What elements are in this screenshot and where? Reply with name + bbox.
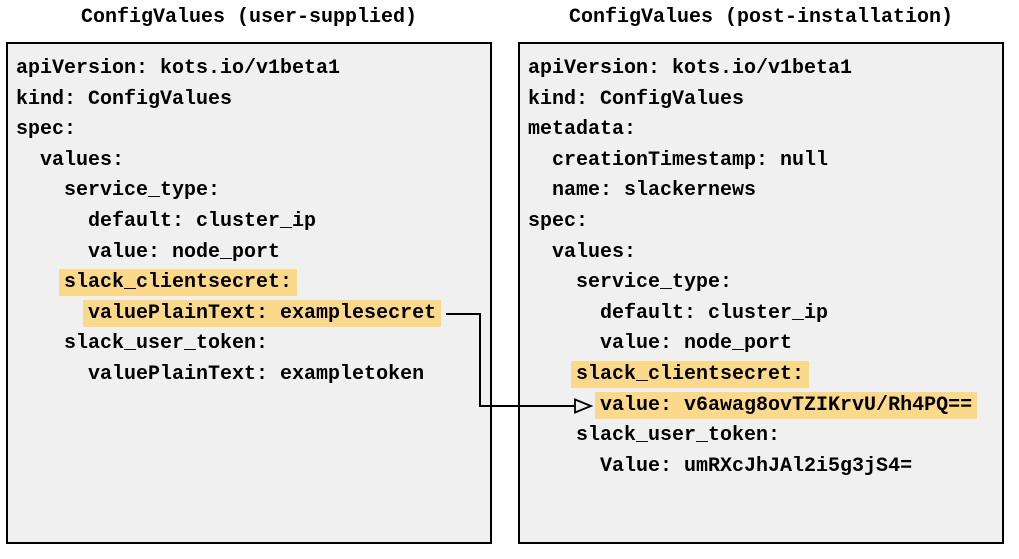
yaml-text: values: [40, 148, 125, 172]
yaml-text: valuePlainText: exampletoken [88, 362, 425, 386]
yaml-line: default: cluster_ip [16, 207, 490, 238]
yaml-indent [16, 302, 88, 325]
yaml-text: spec: [528, 209, 589, 233]
yaml-indent [16, 241, 88, 264]
yaml-line: value: node_port [16, 238, 490, 269]
yaml-indent [528, 332, 600, 355]
yaml-indent [528, 455, 600, 478]
yaml-text: default: cluster_ip [600, 301, 829, 325]
yaml-line: value: v6awag8ovTZIKrvU/Rh4PQ== [528, 391, 1002, 422]
left-panel-title: ConfigValues (user-supplied) [80, 6, 418, 29]
yaml-line: creationTimestamp: null [528, 146, 1002, 177]
yaml-text: apiVersion: kots.io/v1beta1 [528, 57, 853, 80]
yaml-indent [528, 363, 576, 386]
yaml-line: apiVersion: kots.io/v1beta1 [528, 54, 1002, 85]
yaml-text: slack_user_token: [576, 424, 781, 448]
yaml-line: kind: ConfigValues [16, 85, 490, 116]
yaml-text: apiVersion: kots.io/v1beta1 [16, 57, 341, 80]
yaml-line: value: node_port [528, 329, 1002, 360]
yaml-line: values: [16, 146, 490, 177]
yaml-text: value: node_port [600, 332, 793, 356]
yaml-text: slack_clientsecret: [59, 269, 298, 297]
yaml-indent [528, 302, 600, 325]
yaml-line: metadata: [528, 115, 1002, 146]
yaml-indent [16, 210, 88, 233]
config-values-post-installation-panel: apiVersion: kots.io/v1beta1 kind: Config… [518, 42, 1004, 544]
yaml-line: values: [528, 238, 1002, 269]
yaml-text: slack_clientsecret: [571, 360, 810, 388]
yaml-text: value: v6awag8ovTZIKrvU/Rh4PQ== [595, 391, 978, 419]
yaml-line: valuePlainText: exampletoken [16, 360, 490, 391]
yaml-text: valuePlainText: examplesecret [83, 299, 442, 327]
yaml-line: slack_user_token: [16, 329, 490, 360]
yaml-indent [528, 241, 552, 264]
yaml-line: spec: [528, 207, 1002, 238]
yaml-indent [528, 424, 576, 447]
yaml-indent [16, 332, 64, 355]
yaml-text: Value: umRXcJhJAl2i5g3jS4= [600, 454, 913, 478]
yaml-text: default: cluster_ip [88, 209, 317, 233]
yaml-text: metadata: [528, 118, 637, 142]
yaml-indent [16, 149, 40, 172]
yaml-text: service_type: [576, 271, 733, 295]
yaml-line: apiVersion: kots.io/v1beta1 [16, 54, 490, 85]
right-panel-title: ConfigValues (post-installation) [568, 6, 954, 29]
yaml-text: slack_user_token: [64, 332, 269, 356]
yaml-text: spec: [16, 118, 77, 142]
yaml-text: kind: ConfigValues [528, 87, 745, 111]
yaml-line: Value: umRXcJhJAl2i5g3jS4= [528, 452, 1002, 483]
yaml-line: default: cluster_ip [528, 299, 1002, 330]
yaml-line: slack_clientsecret: [16, 268, 490, 299]
yaml-line: kind: ConfigValues [528, 85, 1002, 116]
yaml-text: creationTimestamp: null [552, 148, 829, 172]
yaml-indent [16, 271, 64, 294]
yaml-text: name: slackernews [552, 179, 757, 203]
yaml-indent [528, 271, 576, 294]
yaml-line: service_type: [528, 268, 1002, 299]
config-values-user-supplied-panel: apiVersion: kots.io/v1beta1 kind: Config… [6, 42, 492, 544]
yaml-indent [16, 179, 64, 202]
yaml-text: values: [552, 240, 637, 264]
yaml-line: spec: [16, 115, 490, 146]
yaml-text: service_type: [64, 179, 221, 203]
yaml-line: name: slackernews [528, 176, 1002, 207]
yaml-line: slack_clientsecret: [528, 360, 1002, 391]
yaml-indent [528, 179, 552, 202]
yaml-line: valuePlainText: examplesecret [16, 299, 490, 330]
yaml-text: kind: ConfigValues [16, 87, 233, 111]
yaml-line: service_type: [16, 176, 490, 207]
yaml-indent [528, 149, 552, 172]
yaml-indent [16, 363, 88, 386]
yaml-line: slack_user_token: [528, 421, 1002, 452]
yaml-text: value: node_port [88, 240, 281, 264]
yaml-indent [528, 394, 600, 417]
